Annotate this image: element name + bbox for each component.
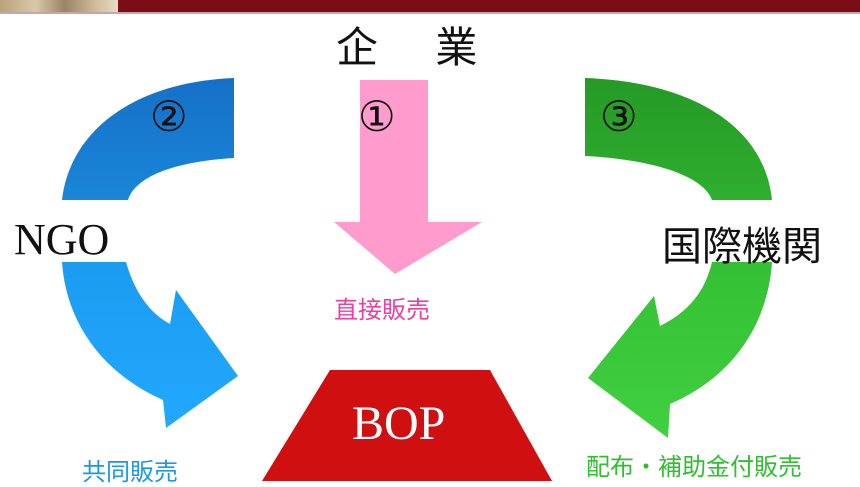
company-label: 企 業	[336, 23, 500, 72]
route-1-number: ①	[358, 92, 396, 141]
intl-arrow-upper	[585, 78, 772, 200]
bop-pyramid	[262, 370, 552, 481]
ngo-label: NGO	[14, 215, 110, 264]
joint-sales-label: 共同販売	[82, 458, 178, 486]
distribution-subsidy-sales-label: 配布・補助金付販売	[586, 453, 802, 481]
international-org-label: 国際機関	[662, 224, 822, 270]
route-2-number: ②	[150, 92, 188, 141]
direct-arrow	[334, 80, 482, 274]
header-photo	[0, 0, 118, 12]
ngo-arrow-lower	[62, 262, 238, 428]
ngo-arrow-upper	[62, 78, 234, 200]
intl-arrow-lower	[588, 262, 772, 438]
bop-label: BOP	[352, 397, 446, 450]
direct-sales-label: 直接販売	[334, 296, 430, 324]
route-3-number: ③	[600, 92, 638, 141]
header-divider	[0, 12, 860, 14]
header-bar	[0, 0, 860, 12]
